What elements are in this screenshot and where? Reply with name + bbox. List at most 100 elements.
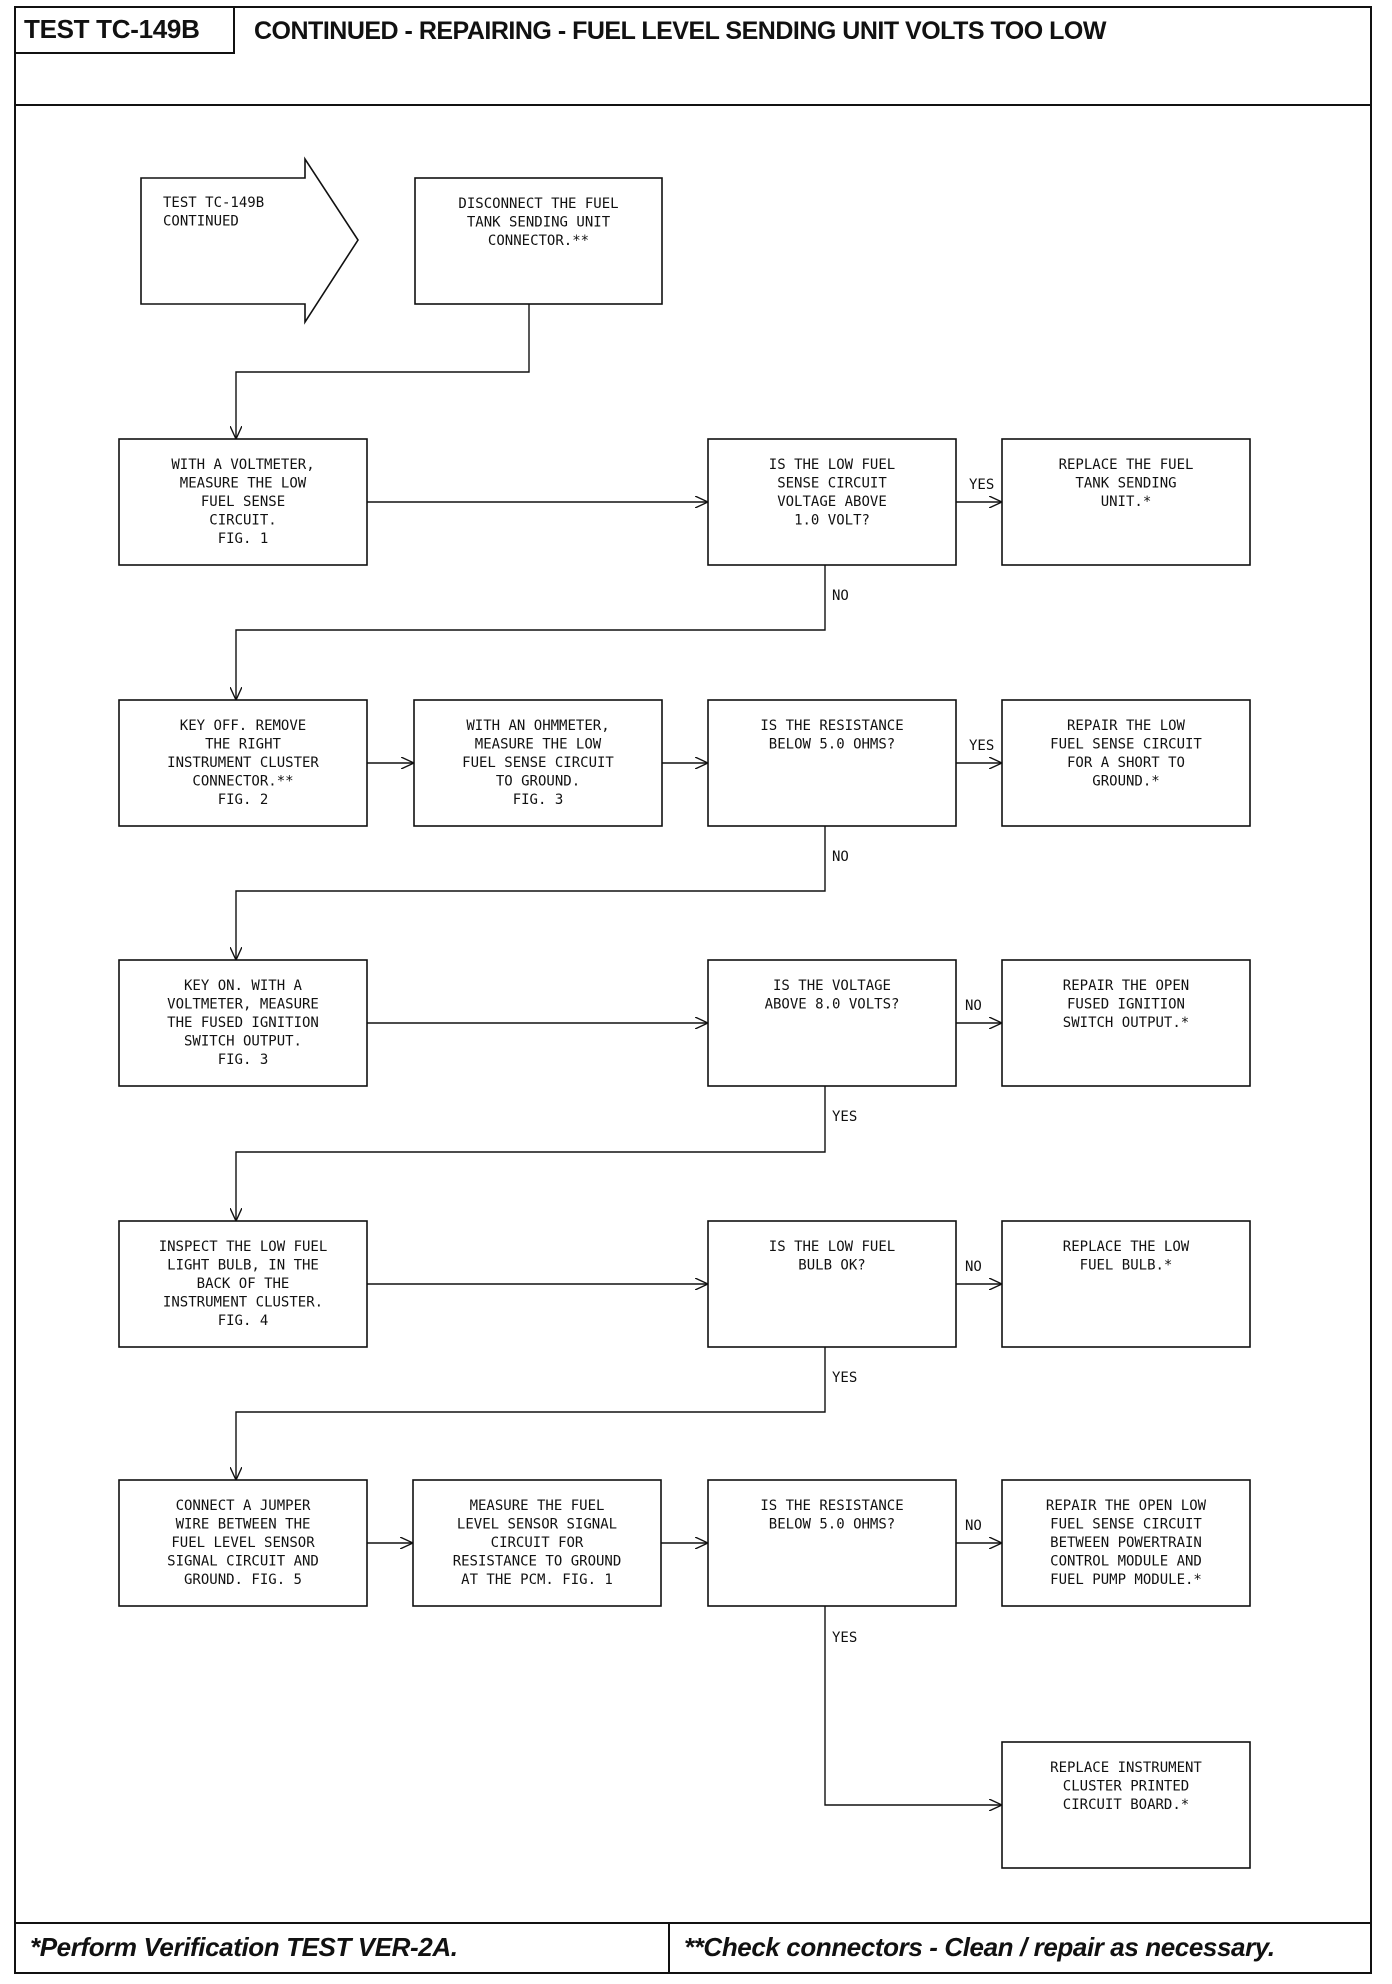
node-text-line: VOLTMETER, MEASURE [167,997,319,1013]
edge-label-yes: YES [832,1630,857,1646]
edge-label-yes: YES [969,477,994,493]
node-text-line: CONNECT A JUMPER [176,1498,311,1514]
footer-divider [668,1924,670,1972]
node-text-line: CIRCUIT BOARD.* [1063,1797,1189,1813]
node-text-line: REPAIR THE OPEN LOW [1046,1498,1207,1514]
node-text-line: FUEL SENSE CIRCUIT [1050,737,1202,753]
node-text-line: THE RIGHT [205,737,281,753]
node-box [707,1479,957,1607]
node-text-line: KEY OFF. REMOVE [180,718,306,734]
node-text-line: FOR A SHORT TO [1067,755,1185,771]
start-arrow-shape [140,156,359,325]
node-text-line: CONNECTOR.** [192,774,293,790]
node-box [413,699,663,827]
node-text-line: CIRCUIT. [209,513,276,529]
node-text-line: CONNECTOR.** [488,233,589,249]
node-text-line: SENSE CIRCUIT [777,476,887,492]
node-text-line: CONTROL MODULE AND [1050,1554,1202,1570]
flow-arrow [236,1347,826,1480]
flow-arrow [824,1606,1002,1805]
node-box [1001,1220,1251,1348]
node-box [707,699,957,827]
node-text-line: SWITCH OUTPUT.* [1063,1015,1189,1031]
node-box [412,1479,662,1607]
node-text-line: WIRE BETWEEN THE [176,1517,311,1533]
node-text-line: WITH A VOLTMETER, [171,457,314,473]
node-text-line: 1.0 VOLT? [794,513,870,529]
node-text-line: IS THE RESISTANCE [760,718,903,734]
node-text-line: BELOW 5.0 OHMS? [769,1517,895,1533]
flow-arrow [236,826,826,960]
node-box [414,177,663,305]
node-text-line: REPLACE THE FUEL [1059,457,1194,473]
node-text-line: UNIT.* [1101,494,1152,510]
node-text-line: INSTRUMENT CLUSTER [167,755,319,771]
node-text-line: REPLACE INSTRUMENT [1050,1760,1202,1776]
node-text-line: BACK OF THE [197,1276,290,1292]
node-key-on-measure: KEY ON. WITH A VOLTMETER, MEASURE THE FUSE… [118,959,368,1087]
node-text-line: MEASURE THE LOW [180,476,307,492]
node-text-line: SIGNAL CIRCUIT AND [167,1554,319,1570]
node-text-line: LIGHT BULB, IN THE [167,1258,319,1274]
node-text-line: IS THE VOLTAGE [773,978,891,994]
node-text-line: MEASURE THE FUEL [470,1498,605,1514]
page-title: CONTINUED - REPAIRING - FUEL LEVEL SENDI… [254,17,1106,45]
node-text-line: FUEL PUMP MODULE.* [1050,1572,1202,1588]
edge-label-yes: YES [969,738,994,754]
node-text-line: KEY ON. WITH A [184,978,303,994]
node-text-line: THE FUSED IGNITION [167,1015,319,1031]
node-box [118,438,368,566]
flow-arrow [236,304,530,439]
edge-label-yes: YES [832,1370,857,1386]
node-box [118,959,368,1087]
node-text-line: FIG. 3 [218,1052,269,1068]
node-text-line: LEVEL SENSOR SIGNAL [457,1517,617,1533]
node-text-line: INSPECT THE LOW FUEL [159,1239,328,1255]
node-text-line: CIRCUIT FOR [491,1535,584,1551]
node-text-line: INSTRUMENT CLUSTER. [163,1295,323,1311]
node-box [707,1220,957,1348]
node-text-line: FIG. 1 [218,531,269,547]
node-q-resistance-below-5-b: IS THE RESISTANCE BELOW 5.0 OHMS? [707,1479,957,1607]
node-text-line: TEST TC-149B [163,195,264,211]
node-box [1001,1741,1251,1869]
node-measure-pcm: MEASURE THE FUEL LEVEL SENSOR SIGNAL CIRCU… [412,1479,662,1607]
node-text-line: IS THE RESISTANCE [760,1498,903,1514]
node-box [1001,1479,1251,1607]
node-box [1001,959,1251,1087]
node-text-line: REPLACE THE LOW [1063,1239,1190,1255]
node-text-line: DISCONNECT THE FUEL [458,196,618,212]
edge-label-no: NO [832,849,849,865]
node-text-line: CLUSTER PRINTED [1063,1779,1189,1795]
node-text-line: FIG. 3 [513,792,564,808]
node-text-line: GROUND.* [1092,774,1159,790]
node-box [118,1479,368,1607]
node-text-line: WITH AN OHMMETER, [466,718,609,734]
node-text-line: GROUND. FIG. 5 [184,1572,302,1588]
page-frame: TEST TC-149B CONTINUED - REPAIRING - FUE… [14,6,1372,1974]
flow-arrow [236,565,826,700]
verification-note: *Perform Verification TEST VER-2A. [30,1932,458,1962]
edge-label-yes: YES [832,1109,857,1125]
edge-label-no: NO [965,998,982,1014]
node-text-line: FUEL SENSE CIRCUIT [462,755,614,771]
node-text-line: FUEL SENSE CIRCUIT [1050,1517,1202,1533]
footer: *Perform Verification TEST VER-2A. **Che… [16,1922,1370,1972]
node-box [1001,699,1251,827]
node-box [118,1220,368,1348]
node-text-line: ABOVE 8.0 VOLTS? [765,997,900,1013]
node-text-line: TANK SENDING [1075,476,1176,492]
node-q-voltage-above-8: IS THE VOLTAGE ABOVE 8.0 VOLTS? [707,959,957,1087]
node-replace-sending-unit: REPLACE THE FUEL TANK SENDING UNIT.* [1001,438,1251,566]
node-text-line: TO GROUND. [496,774,580,790]
